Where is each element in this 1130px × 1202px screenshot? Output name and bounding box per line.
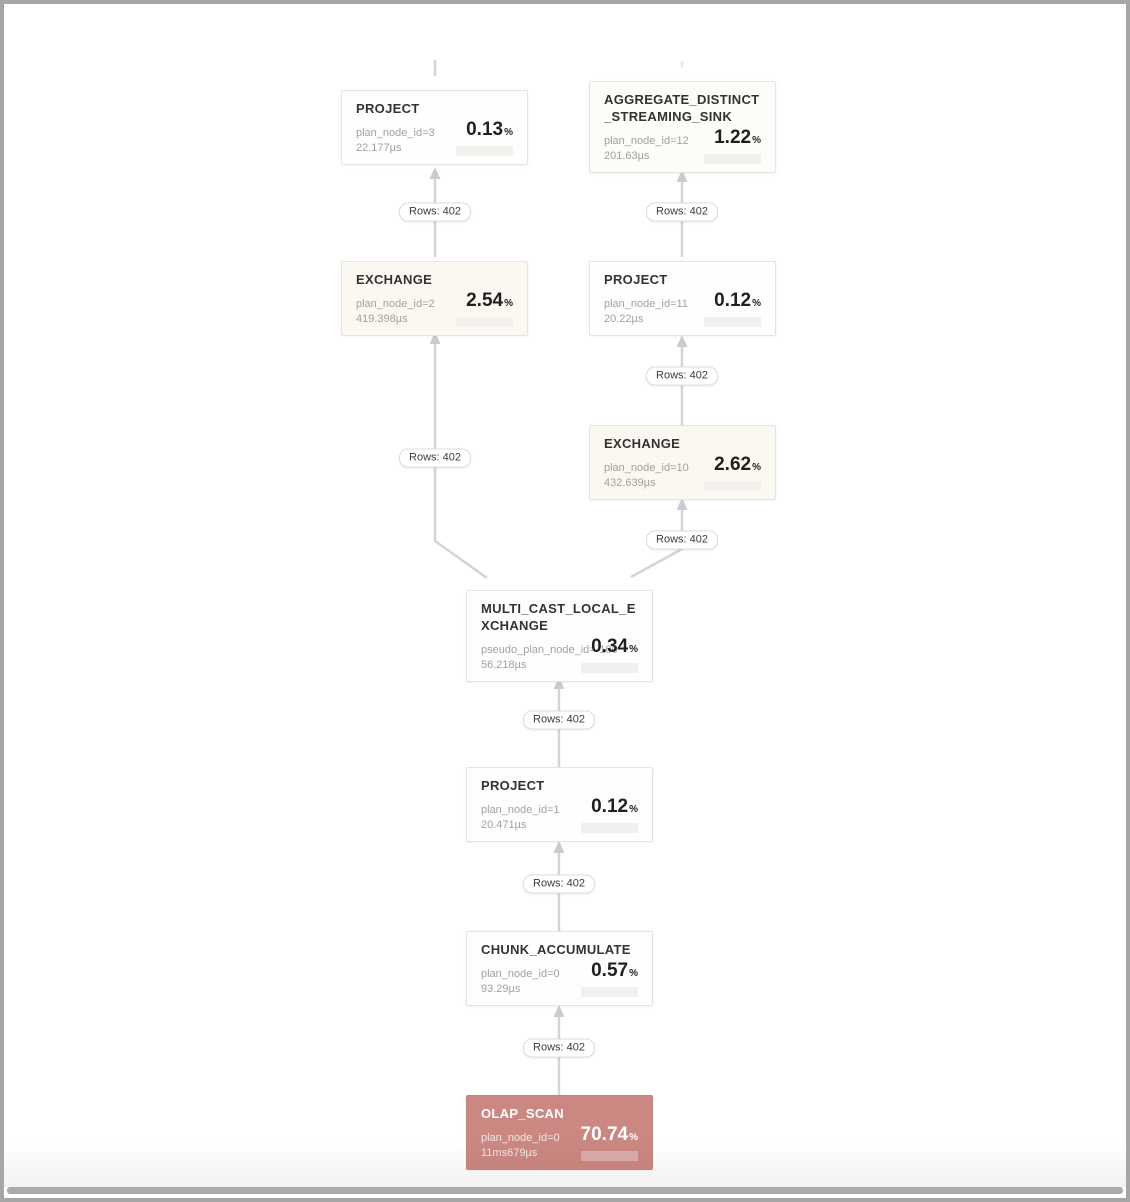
node-title: CHUNK_ACCUMULATE [481,942,631,957]
node-title: PROJECT [356,101,420,116]
node-time: 22.177µs [356,142,402,154]
node-title: MULTI_CAST_LOCAL_EXCHANGE [481,601,636,633]
node-title: EXCHANGE [356,272,433,287]
node-plan-id: plan_node_id=3 [356,127,435,139]
node-percent: 2.54% [466,290,513,311]
node-title: EXCHANGE [604,436,681,451]
plan-node-multi-cast-local-exchange[interactable]: MULTI_CAST_LOCAL_EXCHANGE pseudo_plan_no… [466,590,653,682]
edge-rows-label: Rows: 402 [399,202,471,222]
node-time: 93.29µs [481,983,521,995]
node-title: PROJECT [481,778,545,793]
node-time: 419.398µs [356,313,408,325]
node-plan-id: plan_node_id=0 [481,968,560,980]
node-progress-bar [704,154,761,164]
plan-node-aggregate-distinct-streaming-sink-12[interactable]: AGGREGATE_DISTINCT_STREAMING_SINK plan_n… [589,81,776,173]
plan-node-exchange-10[interactable]: EXCHANGE plan_node_id=10 432.639µs 2.62% [589,425,776,500]
edge-rows-label: Rows: 402 [523,1038,595,1058]
node-time: 432.639µs [604,477,656,489]
node-time: 56.218µs [481,659,527,671]
edge-rows-label: Rows: 402 [646,366,718,386]
edge-rows-label: Rows: 402 [646,530,718,550]
node-percent: 2.62% [714,454,761,475]
node-progress-bar [581,663,638,673]
node-progress-bar [581,1151,638,1161]
node-title: AGGREGATE_DISTINCT_STREAMING_SINK [604,92,760,124]
node-plan-id: plan_node_id=0 [481,1132,560,1144]
node-plan-id: pseudo_plan_node_id=-100 [481,644,618,656]
edge-rows-label: Rows: 402 [646,202,718,222]
edge-rows-label: Rows: 402 [523,874,595,894]
plan-dag-canvas: PROJECT plan_node_id=3 22.177µs 0.13% AG… [4,4,1126,1198]
node-time: 201.63µs [604,150,650,162]
node-progress-bar [704,317,761,327]
node-percent: 70.74% [580,1124,638,1145]
node-percent: 0.12% [714,290,761,311]
node-progress-bar [581,823,638,833]
node-percent: 0.12% [591,796,638,817]
node-time: 11ms679µs [481,1147,538,1159]
node-percent: 0.57% [591,960,638,981]
node-progress-bar [581,987,638,997]
node-progress-bar [456,146,513,156]
node-progress-bar [456,317,513,327]
node-plan-id: plan_node_id=12 [604,135,689,147]
node-title: OLAP_SCAN [481,1106,564,1121]
node-progress-bar [704,481,761,491]
node-time: 20.22µs [604,313,644,325]
plan-node-project-3[interactable]: PROJECT plan_node_id=3 22.177µs 0.13% [341,90,528,165]
edge-rows-label: Rows: 402 [523,710,595,730]
node-time: 20.471µs [481,819,527,831]
node-percent: 1.22% [714,127,761,148]
node-percent: 0.13% [466,119,513,140]
node-title: PROJECT [604,272,668,287]
horizontal-scrollbar[interactable] [7,1187,1123,1194]
plan-node-olap-scan[interactable]: OLAP_SCAN plan_node_id=0 11ms679µs 70.74… [466,1095,653,1170]
node-plan-id: plan_node_id=2 [356,298,435,310]
plan-node-exchange-2[interactable]: EXCHANGE plan_node_id=2 419.398µs 2.54% [341,261,528,336]
node-plan-id: plan_node_id=1 [481,804,560,816]
plan-node-project-1[interactable]: PROJECT plan_node_id=1 20.471µs 0.12% [466,767,653,842]
edge-rows-label: Rows: 402 [399,448,471,468]
node-plan-id: plan_node_id=11 [604,298,688,310]
node-plan-id: plan_node_id=10 [604,462,689,474]
plan-node-project-11[interactable]: PROJECT plan_node_id=11 20.22µs 0.12% [589,261,776,336]
node-percent: 0.34% [591,636,638,657]
plan-node-chunk-accumulate[interactable]: CHUNK_ACCUMULATE plan_node_id=0 93.29µs … [466,931,653,1006]
